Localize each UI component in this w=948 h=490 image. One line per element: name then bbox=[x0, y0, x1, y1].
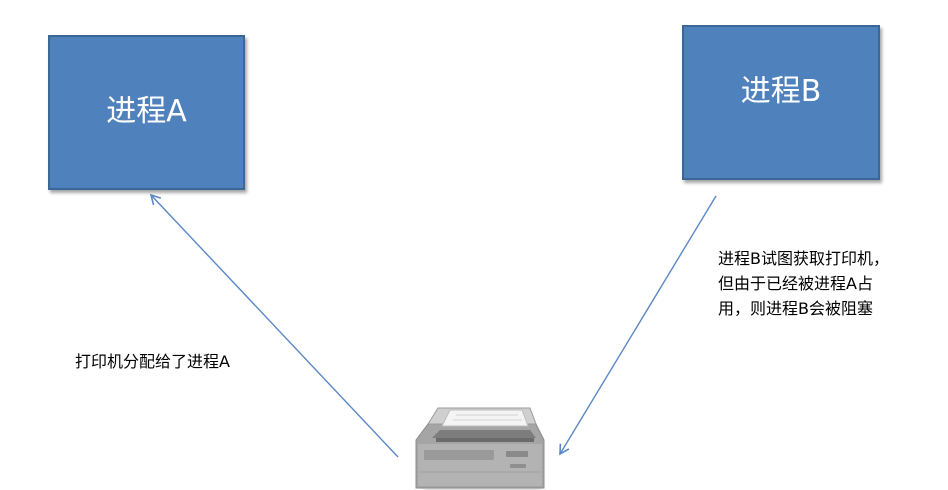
process-a-label: 进程A bbox=[106, 93, 187, 129]
blocked-note: 进程B试图获取打印机， 但由于已经被进程A占 用，则进程B会被阻塞 bbox=[718, 246, 889, 321]
process-b-box: 进程B bbox=[682, 25, 880, 180]
process-b-label: 进程B bbox=[740, 73, 822, 109]
blocked-note-line: 进程B试图获取打印机， bbox=[718, 249, 889, 268]
blocked-note-line: 但由于已经被进程A占 bbox=[718, 274, 873, 293]
process-b-to-printer-arrow bbox=[559, 195, 717, 456]
blocked-note-line: 用，则进程B会被阻塞 bbox=[718, 299, 873, 318]
printer-icon bbox=[415, 407, 545, 490]
allocation-note: 打印机分配给了进程A bbox=[75, 349, 230, 374]
process-a-box: 进程A bbox=[48, 35, 245, 190]
allocation-note-text: 打印机分配给了进程A bbox=[75, 352, 230, 371]
printer-to-process-a-arrow bbox=[149, 193, 399, 458]
